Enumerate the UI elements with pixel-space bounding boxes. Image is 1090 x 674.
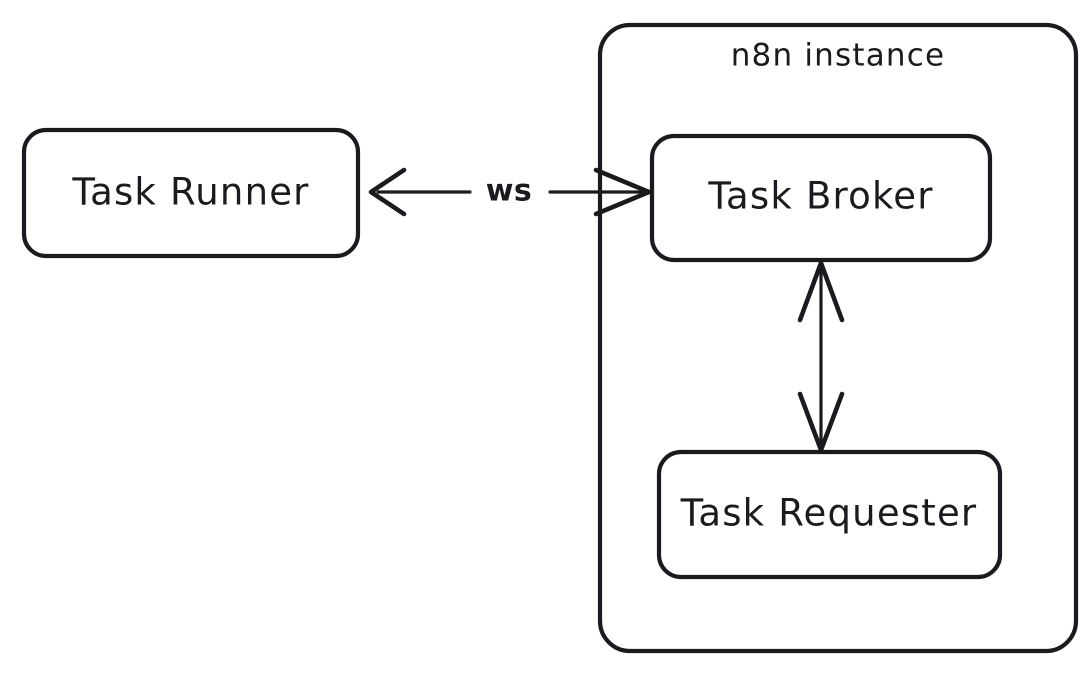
broker-requester-arrowhead-down-icon [797, 391, 845, 453]
task-broker-box [649, 133, 993, 263]
ws-arrowhead-right-icon [593, 167, 652, 217]
task-runner-label: Task Runner [71, 171, 309, 214]
n8n-instance-container-shape [597, 22, 1079, 654]
ws-arrowhead-left-icon [368, 167, 407, 217]
task-broker-node[interactable]: Task Broker [649, 133, 993, 263]
task-runner-node[interactable]: Task Runner [21, 127, 361, 259]
broker-requester-arrowhead-up-icon [797, 260, 845, 323]
ws-edge-label: ws [486, 174, 533, 209]
task-requester-box [656, 449, 1003, 580]
n8n-instance-title: n8n instance [731, 38, 946, 74]
broker-requester-connector[interactable] [797, 260, 845, 453]
task-runner-box [21, 127, 361, 259]
n8n-instance-container[interactable]: n8n instance [597, 22, 1079, 654]
task-requester-label: Task Requester [680, 492, 978, 535]
ws-connector[interactable]: ws [368, 167, 652, 217]
task-requester-node[interactable]: Task Requester [656, 449, 1003, 580]
task-broker-label: Task Broker [707, 175, 933, 218]
